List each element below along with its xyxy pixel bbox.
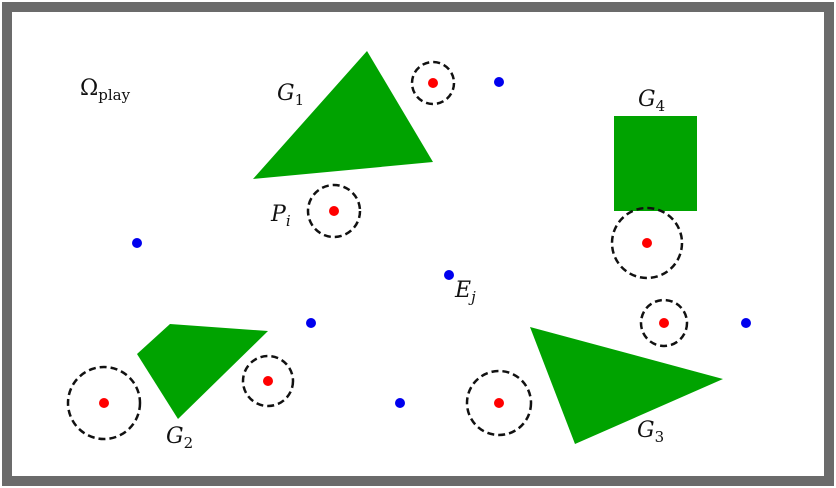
evader-dot bbox=[132, 238, 142, 248]
label-g1: G1 bbox=[277, 81, 304, 109]
label-g2: G2 bbox=[166, 424, 193, 452]
capture-ring bbox=[306, 183, 362, 239]
pursuer-dot bbox=[494, 398, 504, 408]
pursuer bbox=[410, 60, 456, 106]
label-evader: Ej bbox=[454, 278, 476, 306]
obstacle-g2 bbox=[137, 324, 268, 419]
evader-dot bbox=[494, 77, 504, 87]
pursuer-dot bbox=[263, 376, 273, 386]
obstacle-g3 bbox=[530, 327, 723, 444]
region-label: Ωplay bbox=[80, 76, 131, 104]
pursuer bbox=[66, 365, 142, 441]
pursuer bbox=[241, 354, 295, 408]
capture-ring bbox=[465, 369, 533, 437]
capture-ring bbox=[410, 60, 456, 106]
evader-dot bbox=[306, 318, 316, 328]
evader-dot bbox=[444, 270, 454, 280]
label-g3: G3 bbox=[637, 418, 664, 446]
label-pursuer: Pi bbox=[270, 202, 291, 230]
pursuer-dot bbox=[642, 238, 652, 248]
evader-dot bbox=[741, 318, 751, 328]
region-label-main: Ω bbox=[80, 76, 98, 101]
capture-ring bbox=[639, 298, 689, 348]
pursuer bbox=[639, 298, 689, 348]
obstacle-g4 bbox=[614, 116, 697, 211]
label-g4: G4 bbox=[638, 87, 665, 115]
region-label-sub: play bbox=[98, 86, 130, 104]
obstacle-g1 bbox=[253, 51, 433, 179]
capture-ring bbox=[241, 354, 295, 408]
pursuer bbox=[465, 369, 533, 437]
evader-dot bbox=[395, 398, 405, 408]
pursuer-dot bbox=[99, 398, 109, 408]
pursuer-dot bbox=[329, 206, 339, 216]
pursuer bbox=[306, 183, 362, 239]
capture-ring bbox=[66, 365, 142, 441]
pursuer-dot bbox=[428, 78, 438, 88]
pursuer-dot bbox=[659, 318, 669, 328]
pursuer bbox=[610, 206, 684, 280]
capture-ring bbox=[610, 206, 684, 280]
